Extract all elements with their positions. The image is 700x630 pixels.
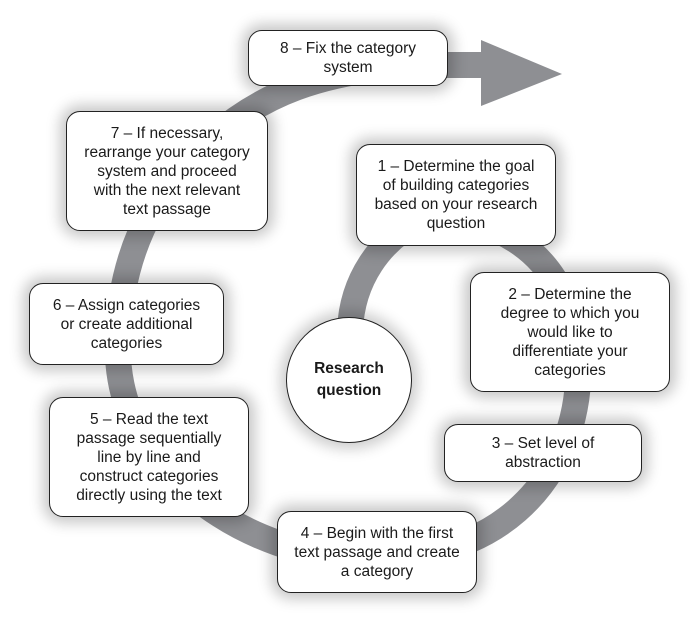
- research-question-circle: Research question: [286, 317, 412, 443]
- step-1-box: 1 – Determine the goal of building categ…: [356, 144, 556, 246]
- step-4-box: 4 – Begin with the first text passage an…: [277, 511, 477, 593]
- step-8-box: 8 – Fix the category system: [248, 30, 448, 86]
- step-3-box: 3 – Set level of abstraction: [444, 424, 642, 482]
- step-6-box: 6 – Assign categories or create addition…: [29, 283, 224, 365]
- step-2-box: 2 – Determine the degree to which you wo…: [470, 272, 670, 392]
- step-7-box: 7 – If necessary, rearrange your categor…: [66, 111, 268, 231]
- step-5-box: 5 – Read the text passage sequentially l…: [49, 397, 249, 517]
- arrow-head-icon: [481, 40, 562, 106]
